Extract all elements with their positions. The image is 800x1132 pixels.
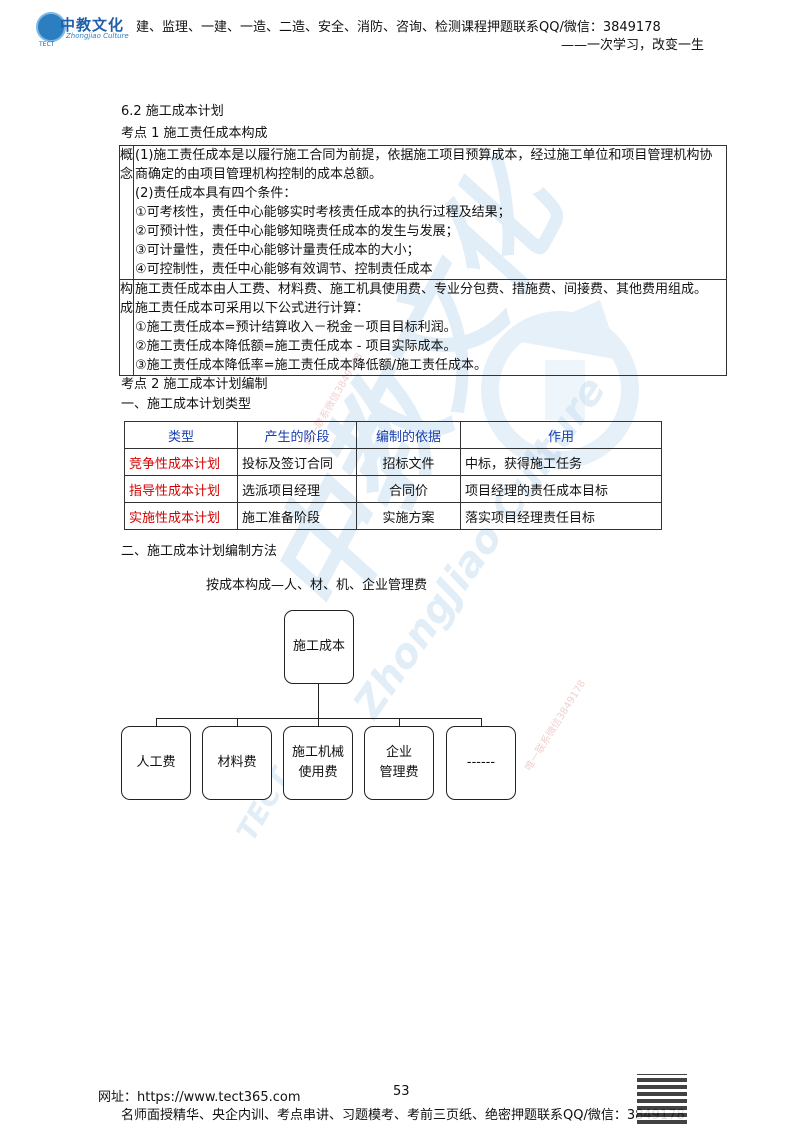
cell-type: 实施性成本计划 <box>124 502 238 530</box>
cell-type: 竞争性成本计划 <box>124 448 238 476</box>
table-row: 构 成 施工责任成本由人工费、材料费、施工机具使用费、专业分包费、措施费、间接费… <box>118 279 727 376</box>
node-labor-cost: 人工费 <box>121 726 191 800</box>
content-line: ③施工责任成本降低率=施工责任成本降低额/施工责任成本。 <box>135 358 487 373</box>
point-2-heading: 考点 2 施工成本计划编制 <box>121 377 268 392</box>
key-char: 成 <box>120 301 134 316</box>
connector-line <box>156 718 157 726</box>
col-header: 作用 <box>460 421 662 449</box>
table-row: 实施性成本计划 施工准备阶段 实施方案 落实项目经理责任目标 <box>124 502 662 530</box>
header-courses: 建、监理、一建、一造、二造、安全、消防、咨询、检测课程押题联系QQ/微信：384… <box>136 20 661 35</box>
logo-tect: TECT <box>39 41 55 48</box>
page-number: 53 <box>393 1084 410 1099</box>
key-char: 构 <box>120 282 134 297</box>
subheading-types: 一、施工成本计划类型 <box>121 397 252 412</box>
content-line: 施工责任成本可采用以下公式进行计算： <box>135 301 370 316</box>
cell-role: 中标，获得施工任务 <box>460 448 662 476</box>
node-machinery-cost: 施工机械 使用费 <box>283 726 353 800</box>
cell-basis: 实施方案 <box>356 502 461 530</box>
content-line: ①可考核性，责任中心能够实时考核责任成本的执行过程及结果； <box>135 205 511 220</box>
col-header: 产生的阶段 <box>237 421 357 449</box>
connector-line <box>318 683 319 718</box>
concept-content-cell: (1)施工责任成本是以履行施工合同为前提，依据施工项目预算成本，经过施工单位和项… <box>133 145 727 280</box>
key-char: 念 <box>120 167 134 182</box>
footer-contact: 名师面授精华、央企内训、考点串讲、习题模考、考前三页纸、绝密押题联系QQ/微信：… <box>121 1108 685 1123</box>
composition-key-cell: 构 成 <box>118 279 135 376</box>
table-row: 指导性成本计划 选派项目经理 合同价 项目经理的责任成本目标 <box>124 475 662 503</box>
cost-plan-types-table: 类型 产生的阶段 编制的依据 作用 竞争性成本计划 投标及签订合同 招标文件 中… <box>124 421 662 530</box>
content-line: 施工责任成本由人工费、材料费、施工机具使用费、专业分包费、措施费、间接费、其他费… <box>135 282 708 297</box>
logo-subtext: Zhongjiao Culture <box>66 32 129 40</box>
node-material-cost: 材料费 <box>202 726 272 800</box>
cell-role: 项目经理的责任成本目标 <box>460 475 662 503</box>
qr-code-icon <box>637 1074 687 1124</box>
connector-line <box>399 718 400 726</box>
brand-logo: 中教文化 Zhongjiao Culture TECT <box>36 10 136 48</box>
footer-url: 网址：https://www.tect365.com <box>98 1090 301 1105</box>
header-slogan: ——一次学习，改变一生 <box>560 38 704 53</box>
cell-basis: 招标文件 <box>356 448 461 476</box>
watermark-tag-2: 唯一联系微信3849178 <box>523 678 589 773</box>
node-others: ------ <box>446 726 516 800</box>
col-header: 类型 <box>124 421 238 449</box>
connector-line <box>237 718 238 726</box>
subheading-methods: 二、施工成本计划编制方法 <box>121 544 278 559</box>
point-1-heading: 考点 1 施工责任成本构成 <box>121 126 268 141</box>
cell-type: 指导性成本计划 <box>124 475 238 503</box>
content-line: (2)责任成本具有四个条件： <box>135 186 297 201</box>
content-line: ①施工责任成本=预计结算收入－税金－项目目标利润。 <box>135 320 457 335</box>
connector-line <box>481 718 482 726</box>
node-management-cost: 企业 管理费 <box>364 726 434 800</box>
content-line: 商确定的由项目管理机构控制的成本总额。 <box>135 167 383 182</box>
logo-text: 中教文化 <box>60 16 125 34</box>
cell-basis: 合同价 <box>356 475 461 503</box>
connector-line <box>318 718 319 726</box>
connector-line <box>156 718 482 719</box>
content-line: ②可预计性，责任中心能够知晓责任成本的发生与发展； <box>135 224 459 239</box>
concept-key-cell: 概 念 <box>118 145 135 280</box>
content-line: (1)施工责任成本是以履行施工合同为前提，依据施工项目预算成本，经过施工单位和项… <box>135 148 713 163</box>
content-line: ④可控制性，责任中心能够有效调节、控制责任成本 <box>135 262 433 277</box>
cell-stage: 施工准备阶段 <box>237 502 357 530</box>
responsibility-cost-table: 概 念 (1)施工责任成本是以履行施工合同为前提，依据施工项目预算成本，经过施工… <box>118 145 727 376</box>
content-line: ③可计量性，责任中心能够计量责任成本的大小； <box>135 243 420 258</box>
col-header: 编制的依据 <box>356 421 461 449</box>
cell-stage: 投标及签订合同 <box>237 448 357 476</box>
key-char: 概 <box>120 148 134 163</box>
logo-globe-icon <box>36 12 66 42</box>
composition-content-cell: 施工责任成本由人工费、材料费、施工机具使用费、专业分包费、措施费、间接费、其他费… <box>133 279 727 376</box>
table-row: 概 念 (1)施工责任成本是以履行施工合同为前提，依据施工项目预算成本，经过施工… <box>118 145 727 280</box>
section-title: 6.2 施工成本计划 <box>121 104 224 119</box>
root-node-construction-cost: 施工成本 <box>284 610 354 684</box>
cell-stage: 选派项目经理 <box>237 475 357 503</box>
diagram-caption: 按成本构成—人、材、机、企业管理费 <box>206 578 428 593</box>
table-row: 竞争性成本计划 投标及签订合同 招标文件 中标，获得施工任务 <box>124 448 662 476</box>
table-header-row: 类型 产生的阶段 编制的依据 作用 <box>124 421 662 449</box>
content-line: ②施工责任成本降低额=施工责任成本 - 项目实际成本。 <box>135 339 457 354</box>
cell-role: 落实项目经理责任目标 <box>460 502 662 530</box>
